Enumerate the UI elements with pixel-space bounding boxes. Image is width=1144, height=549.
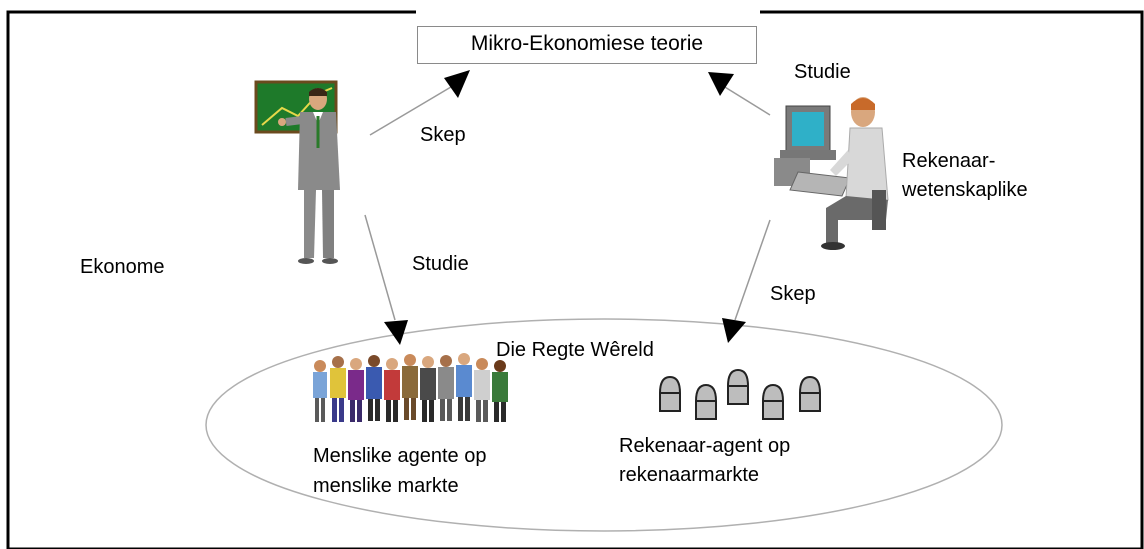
scientist-label-line2: wetenskaplike	[902, 179, 1028, 201]
human-agents-label-line2: menslike markte	[313, 475, 459, 497]
outer-border	[6, 10, 1144, 549]
computer-agents-label-line1: Rekenaar-agent op	[619, 435, 791, 457]
computer-scientist-figure	[774, 97, 889, 250]
real-world-label: Die Regte Wêreld	[496, 339, 654, 361]
scientist-label-line1: Rekenaar-	[902, 150, 996, 172]
scientist-study-label: Studie	[794, 61, 851, 83]
arrow-economist-study	[364, 214, 396, 321]
arrowhead-economist-create	[444, 70, 470, 98]
arrowhead-economist-study	[384, 320, 408, 345]
economist-figure	[254, 80, 340, 264]
arrow-economist-create	[369, 83, 457, 136]
economist-create-label: Skep	[420, 124, 466, 146]
arrow-scientist-study	[719, 83, 771, 116]
arrowhead-scientist-study	[708, 72, 734, 96]
arrowhead-scientist-create	[722, 318, 746, 343]
real-world-ellipse	[205, 318, 1003, 532]
economist-study-label: Studie	[412, 253, 469, 275]
micro-economic-theory-box: Mikro-Ekonomiese teorie	[417, 26, 757, 64]
computer-agents-robots	[659, 368, 821, 420]
computer-agents-label-line2: rekenaarmarkte	[619, 464, 760, 486]
human-agents-crowd	[313, 353, 508, 422]
economist-label: Ekonome	[80, 256, 165, 278]
arrow-scientist-create	[734, 219, 771, 321]
human-agents-label-line1: Menslike agente op	[313, 445, 487, 467]
scientist-create-label: Skep	[770, 283, 816, 305]
